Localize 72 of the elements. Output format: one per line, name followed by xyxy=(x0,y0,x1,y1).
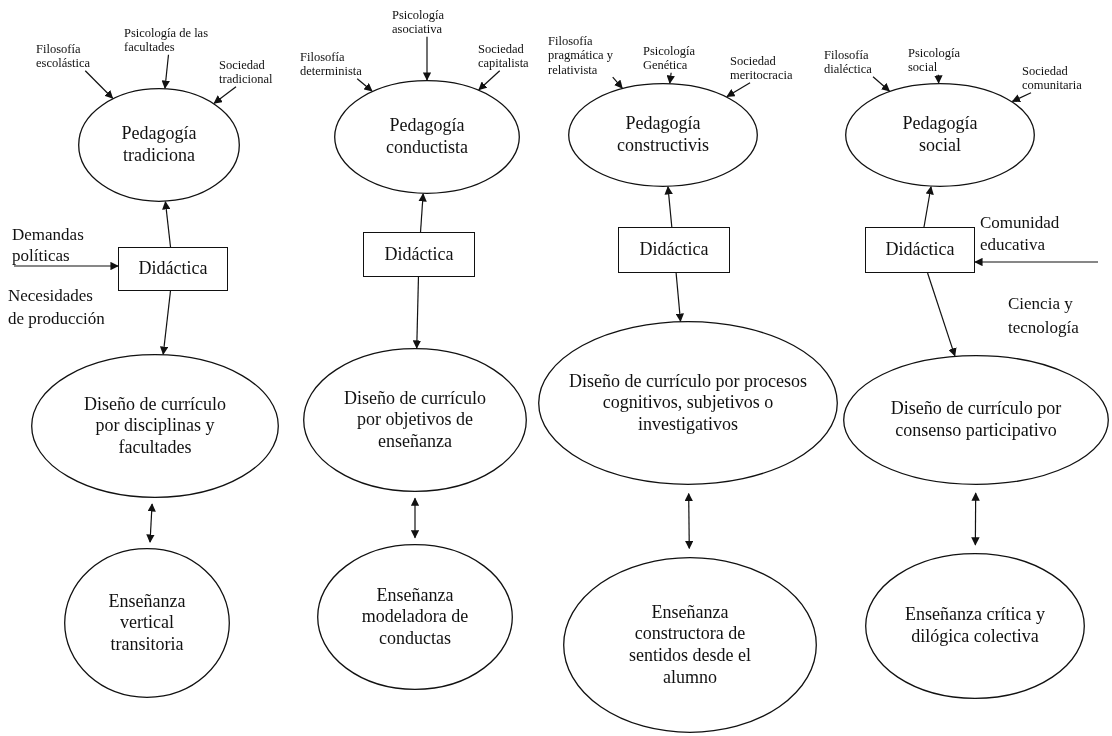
node-text: Didáctica xyxy=(639,239,709,261)
side-note: Comunidad educativa xyxy=(980,212,1061,256)
ellipse-node xyxy=(64,548,230,698)
node-text: Enseñanza modeladora de conductas xyxy=(360,584,470,650)
side-note: Ciencia y tecnología xyxy=(1008,293,1080,339)
process-box xyxy=(363,232,475,277)
arrow xyxy=(162,201,172,248)
arrow xyxy=(684,492,694,550)
node-text: Pedagogía constructivis xyxy=(616,113,710,157)
node-text: Enseñanza crítica y dilógica colectiva xyxy=(904,604,1046,648)
arrow xyxy=(612,76,623,89)
ellipse-node xyxy=(31,354,279,498)
arrow xyxy=(412,276,422,349)
side-note: Necesidades de producción xyxy=(8,285,106,330)
source-label: Filosofía dialéctica xyxy=(824,48,889,77)
node-text: Diseño de currículo por consenso participativo xyxy=(889,398,1063,442)
arrow xyxy=(971,492,980,546)
arrow xyxy=(13,261,119,271)
arrow xyxy=(356,78,373,92)
arrow xyxy=(422,36,432,81)
source-label: Filosofía pragmática y relativista xyxy=(548,34,640,78)
node-text: Enseñanza constructora de sentidos desde el alumno xyxy=(628,601,752,689)
node-text: Diseño de currículo por disciplinas y facultades xyxy=(83,393,227,459)
ellipse-node xyxy=(303,348,527,492)
source-label: Psicología social xyxy=(908,46,968,75)
node-text: Didáctica xyxy=(384,243,454,266)
source-label: Psicología de las facultades xyxy=(124,26,216,55)
source-label: Psicología asociativa xyxy=(392,8,462,37)
arrow xyxy=(159,290,172,355)
arrow xyxy=(872,76,891,92)
node-text: Pedagogía social xyxy=(901,113,979,157)
process-box xyxy=(118,247,228,291)
source-label: Sociedad tradicional xyxy=(219,58,291,87)
source-label: Demandas políticas xyxy=(12,224,102,266)
node-text: Enseñanza vertical transitoria xyxy=(107,590,187,656)
source-label: Sociedad comunitaria xyxy=(1022,64,1102,93)
arrow xyxy=(675,272,684,322)
ellipse-node xyxy=(563,557,817,733)
node-text: Diseño de currículo por procesos cognitivos, subjetivos o investigativos xyxy=(568,370,808,436)
arrow xyxy=(664,186,673,228)
process-box xyxy=(865,227,975,273)
ellipse-node xyxy=(334,80,520,194)
arrow xyxy=(974,257,1099,267)
ellipse-node xyxy=(538,321,838,485)
ellipse-node xyxy=(317,544,513,690)
source-label: Psicología Genética xyxy=(643,44,703,73)
arrow xyxy=(666,72,675,84)
node-text: Didáctica xyxy=(138,258,208,280)
node-text: Pedagogía conductista xyxy=(385,115,469,159)
node-text: Diseño de currículo por objetivos de enseñanza xyxy=(343,387,487,453)
node-text: Pedagogía tradiciona xyxy=(120,123,198,167)
arrow xyxy=(410,497,420,539)
arrow xyxy=(478,70,501,91)
node-text: Didáctica xyxy=(885,239,955,261)
arrow xyxy=(161,54,170,89)
arrow xyxy=(1011,92,1032,102)
arrow xyxy=(146,503,156,543)
source-label: Filosofía determinista xyxy=(300,50,380,79)
ellipse-node xyxy=(843,355,1109,485)
source-label: Sociedad meritocracia xyxy=(730,54,818,83)
process-box xyxy=(618,227,730,273)
ellipse-node xyxy=(568,83,758,187)
arrow xyxy=(84,70,114,99)
arrow xyxy=(418,193,427,233)
arrow xyxy=(213,86,237,104)
source-label: Filosofía escolástica xyxy=(36,42,106,71)
arrow xyxy=(927,272,957,357)
ellipse-node xyxy=(78,88,240,202)
arrow xyxy=(923,185,934,228)
arrow xyxy=(934,74,943,84)
arrow xyxy=(726,82,751,98)
ellipse-node xyxy=(865,553,1085,699)
